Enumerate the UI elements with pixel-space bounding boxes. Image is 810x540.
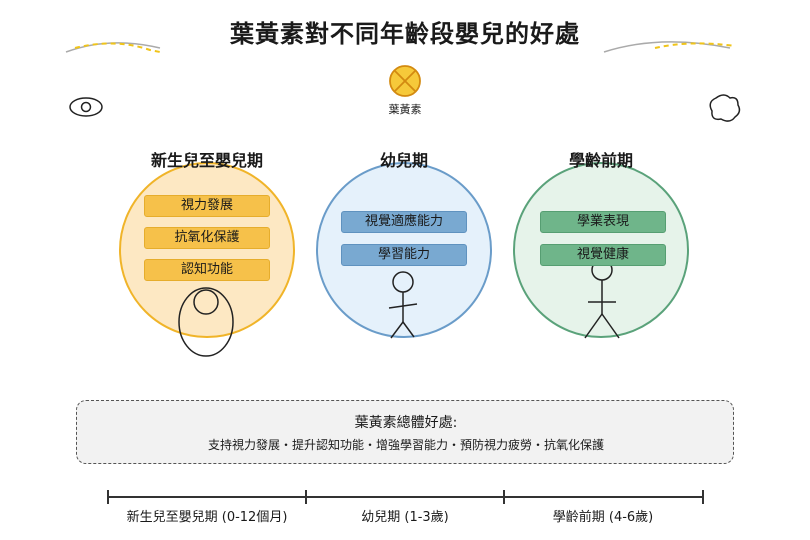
benefit-pill: 學習能力 xyxy=(341,244,467,266)
lutein-label: 葉黃素 xyxy=(388,103,422,116)
benefit-pill: 認知功能 xyxy=(144,259,270,281)
infant-figure xyxy=(178,287,234,357)
toddler-figure xyxy=(388,271,418,339)
timeline-label-preschool: 學齡前期 (4-6歲) xyxy=(552,510,654,525)
stage-title-infant: 新生兒至嬰兒期 xyxy=(150,151,263,170)
lutein-icon xyxy=(389,65,421,97)
timeline-label-toddler: 幼兒期 (1-3歲) xyxy=(361,510,449,525)
benefit-pill: 學業表現 xyxy=(540,211,666,233)
deco-wave-left-accent xyxy=(74,42,161,53)
stage-title-toddler: 幼兒期 xyxy=(379,151,428,170)
timeline-axis xyxy=(107,490,704,504)
deco-wave-right-accent xyxy=(654,42,736,49)
deco-wave-right xyxy=(603,41,731,53)
eye-icon xyxy=(69,97,103,117)
benefit-pill: 抗氧化保護 xyxy=(144,227,270,249)
stage-circle-infant xyxy=(119,162,295,338)
summary-text: 支持視力發展・提升認知功能・增強學習能力・預防視力疲勞・抗氧化保護 xyxy=(207,438,604,452)
page-title: 葉黃素對不同年齡段嬰兒的好處 xyxy=(230,20,580,48)
benefit-pill: 視覺健康 xyxy=(540,244,666,266)
summary-box xyxy=(76,400,734,464)
summary-title: 葉黃素總體好處: xyxy=(354,415,458,431)
benefit-pill: 視力發展 xyxy=(144,195,270,217)
benefit-pill: 視覺適應能力 xyxy=(341,211,467,233)
stage-title-preschool: 學齡前期 xyxy=(568,151,633,170)
timeline-label-infant: 新生兒至嬰兒期 (0-12個月) xyxy=(126,510,288,525)
blob-icon xyxy=(709,94,741,122)
